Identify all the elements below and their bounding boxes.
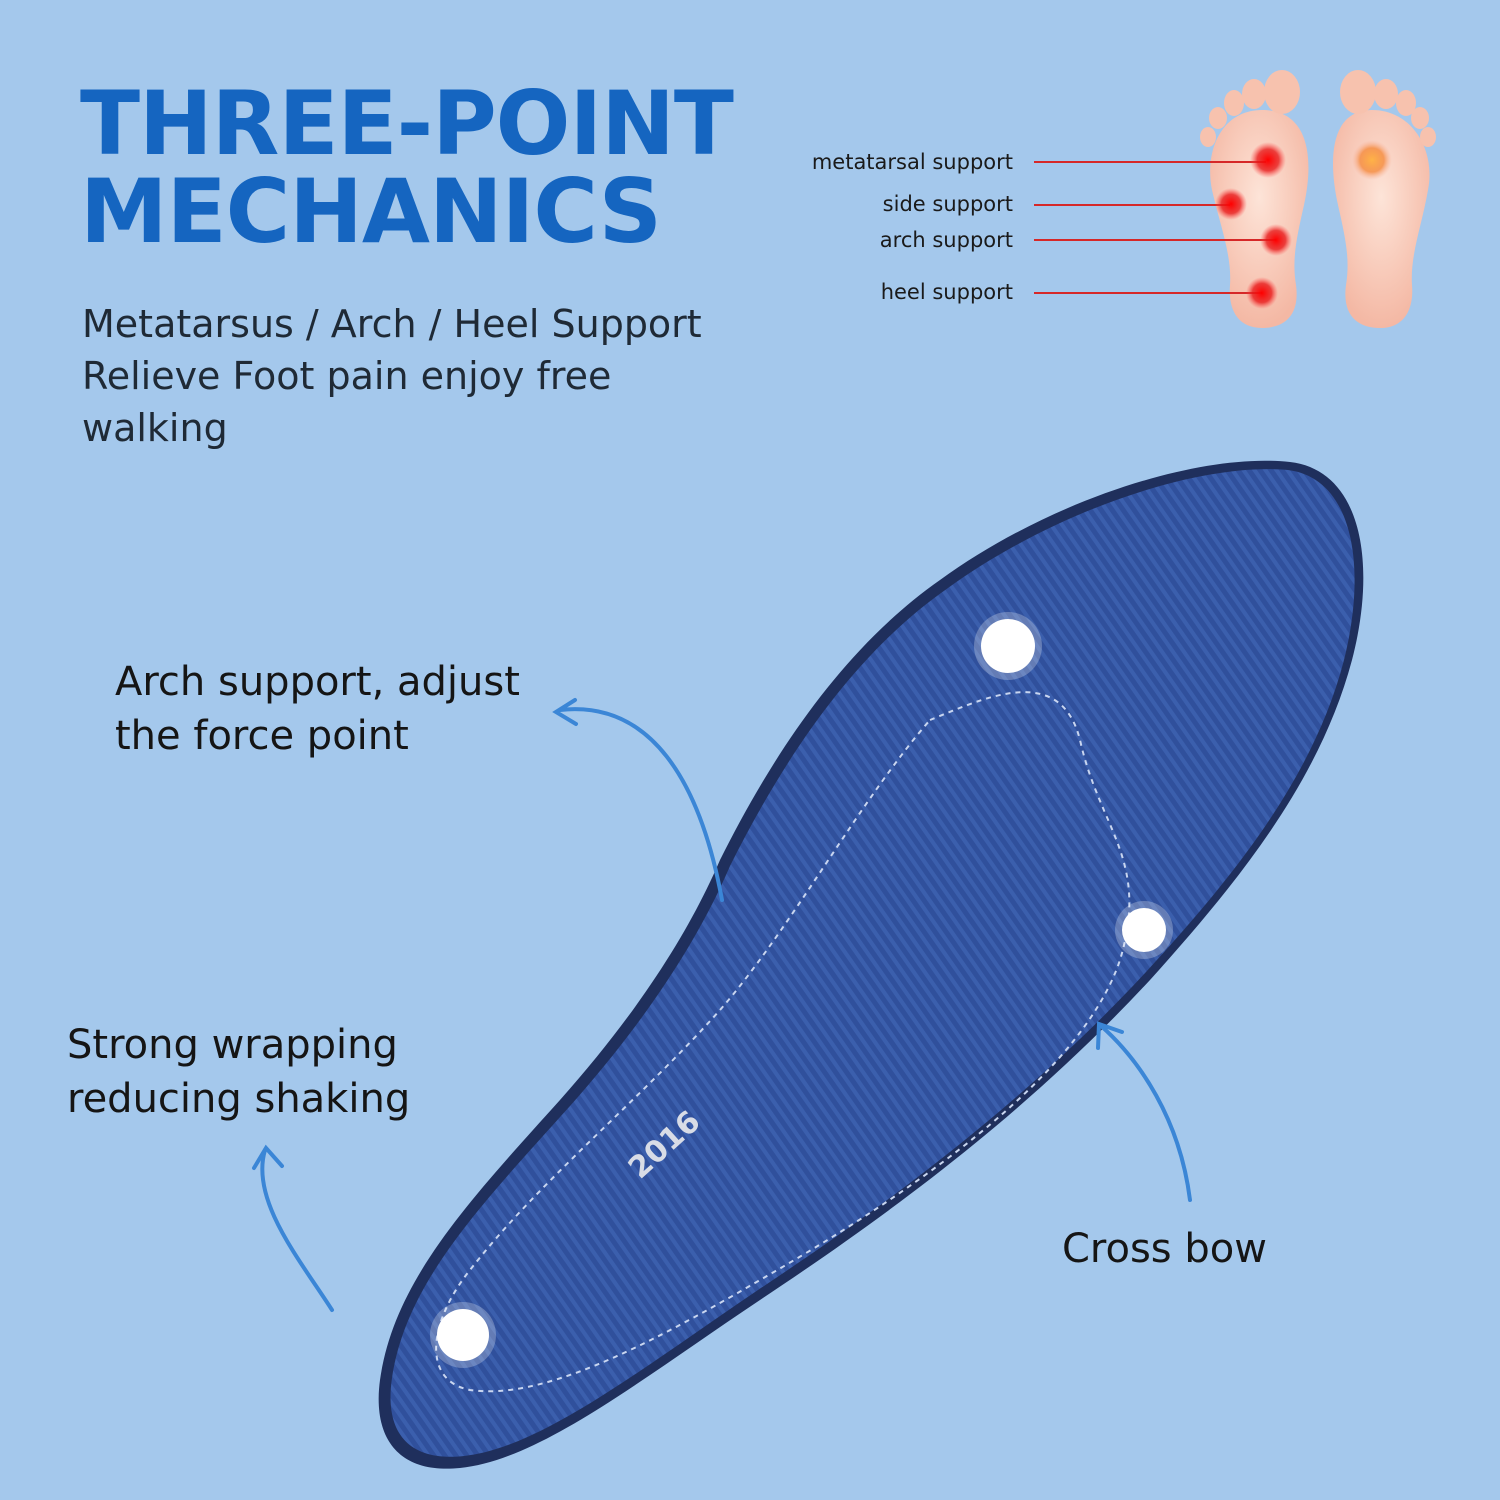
label-heel-support: heel support: [880, 280, 1013, 304]
pressure-point-dot: [1352, 140, 1392, 180]
callout-wrapping: Strong wrapping reducing shaking: [67, 1018, 410, 1126]
headline: THREE-POINT MECHANICS: [80, 72, 734, 263]
support-point-metatarsal: [981, 619, 1035, 673]
support-point-heel: [437, 1309, 489, 1361]
insole-illustration: 2016: [378, 460, 1364, 1469]
side-dot: [1215, 188, 1247, 220]
subtitle-line-1: Metatarsus / Arch / Heel Support: [82, 302, 702, 346]
arch-dot: [1260, 224, 1292, 256]
right-foot-illustration: [1332, 70, 1436, 328]
subtitle: Metatarsus / Arch / Heel Support Relieve…: [82, 298, 722, 454]
callout-arrows: [252, 698, 1192, 1312]
label-metatarsal-support: metatarsal support: [811, 150, 1013, 174]
subtitle-line-2: Relieve Foot pain enjoy free: [82, 354, 612, 398]
arch-arrow: [558, 707, 724, 902]
wrap-arrow: [260, 1148, 334, 1312]
callout-arch-line-1: Arch support, adjust: [115, 659, 520, 705]
arrow-head-icon: [1096, 1021, 1124, 1050]
subtitle-line-3: walking: [82, 406, 228, 450]
callout-wrapping-line-1: Strong wrapping: [67, 1022, 398, 1068]
headline-line-2: MECHANICS: [80, 160, 662, 263]
arrow-head-icon: [552, 698, 578, 726]
crossbow-arrow: [1098, 1023, 1192, 1202]
heel-dot: [1246, 277, 1278, 309]
callout-cross-bow: Cross bow: [1062, 1226, 1267, 1272]
metatarsal-dot: [1250, 142, 1286, 178]
label-side-support: side support: [882, 192, 1013, 216]
callout-wrapping-line-2: reducing shaking: [67, 1076, 411, 1122]
support-point-arch: [1122, 908, 1166, 952]
callout-arch: Arch support, adjust the force point: [115, 655, 520, 763]
label-arch-support: arch support: [879, 228, 1013, 252]
callout-arch-line-2: the force point: [115, 713, 409, 759]
arrow-head-icon: [252, 1144, 284, 1170]
headline-line-1: THREE-POINT: [80, 72, 734, 175]
support-pointers: [1034, 142, 1292, 309]
